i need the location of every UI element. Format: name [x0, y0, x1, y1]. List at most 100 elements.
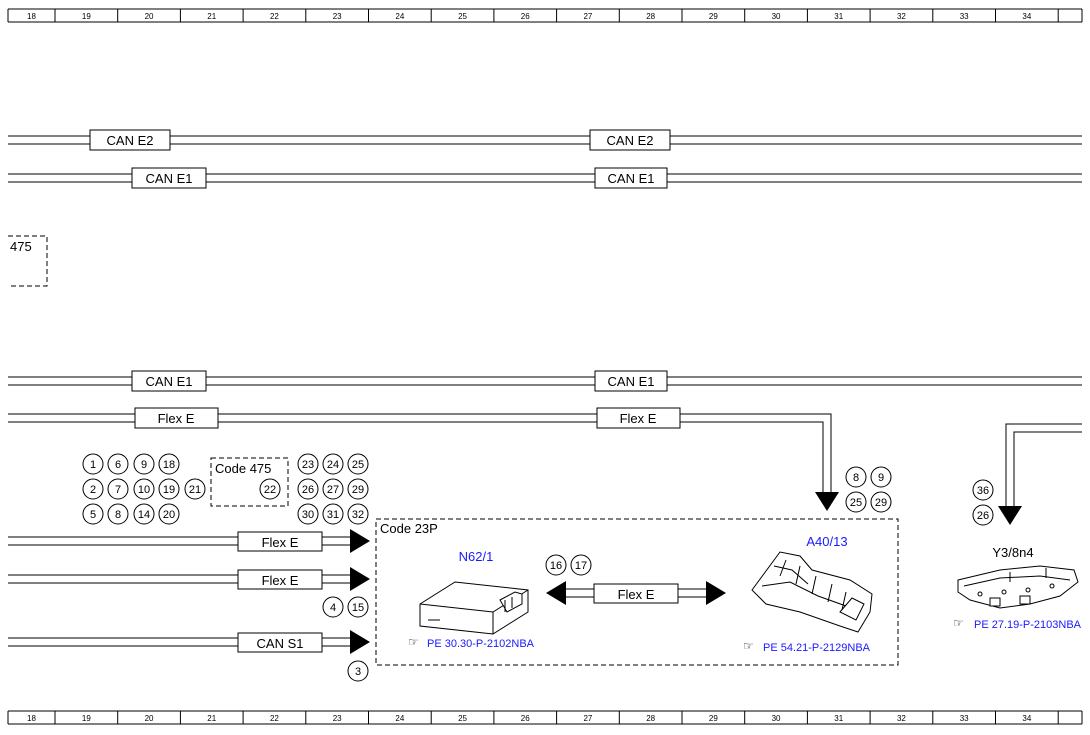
control-unit-icon [419, 581, 529, 635]
pin-circle: 27 [322, 478, 344, 500]
pin-circle: 22 [259, 478, 281, 500]
ruler-column-label: 21 [207, 12, 216, 21]
ruler-column-label: 32 [897, 12, 906, 21]
can-e1-label: CAN E1 [146, 374, 193, 389]
ruler-column-label: 24 [395, 714, 404, 723]
a40-name: A40/13 [806, 534, 847, 549]
pin-circle: 3 [347, 660, 369, 682]
ruler-column-label: 29 [709, 12, 718, 21]
pin-number: 14 [138, 509, 150, 521]
pin-number: 8 [115, 509, 121, 521]
can-e2-label: CAN E2 [107, 133, 154, 148]
ruler-column-label: 22 [270, 714, 279, 723]
ruler-column-label: 25 [458, 714, 467, 723]
ruler-column-label: 18 [27, 714, 36, 723]
pin-circle: 21 [184, 478, 206, 500]
n62-component[interactable]: N62/1 ☞ PE 30.30-P-2102NBA [408, 549, 535, 650]
pin-number: 30 [302, 509, 314, 521]
ruler-column-label: 28 [646, 12, 655, 21]
reference-hand-icon: ☞ [408, 635, 419, 649]
ruler-column-label: 24 [395, 12, 404, 21]
pin-circle: 18 [158, 453, 180, 475]
ruler-column-label: 34 [1022, 714, 1031, 723]
pin-number: 1 [90, 459, 96, 471]
pin-number: 32 [352, 509, 364, 521]
can-e2-label: CAN E2 [607, 133, 654, 148]
y3-ref-link[interactable]: PE 27.19-P-2103NBA [974, 619, 1082, 631]
pin-number: 18 [163, 459, 175, 471]
flex-e-label: Flex E [262, 535, 299, 550]
pin-circle: 10 [133, 478, 155, 500]
flex-e-label: Flex E [618, 587, 655, 602]
flex-e-label: Flex E [158, 411, 195, 426]
module-icon [751, 551, 873, 633]
y3-name: Y3/8n4 [992, 545, 1033, 560]
ruler-column-label: 19 [82, 12, 91, 21]
pin-number: 3 [355, 666, 361, 678]
pin-number: 36 [977, 485, 989, 497]
pin-circle: 23 [297, 453, 319, 475]
pin-number: 8 [853, 472, 859, 484]
can-e1-label: CAN E1 [146, 171, 193, 186]
ruler-column-label: 33 [960, 12, 969, 21]
pin-number: 26 [977, 510, 989, 522]
ruler-column-label: 26 [521, 12, 530, 21]
pin-number: 17 [575, 560, 587, 572]
code-23p-box: Code 23P [375, 518, 899, 666]
pin-circle: 19 [158, 478, 180, 500]
ruler-column-label: 27 [583, 714, 592, 723]
n62-name: N62/1 [459, 549, 494, 564]
y3-component[interactable]: Y3/8n4 ☞ PE 27.19-P-2103NBA [953, 545, 1082, 631]
pin-number: 25 [352, 459, 364, 471]
pin-circle: 1 [82, 453, 104, 475]
a40-ref-link[interactable]: PE 54.21-P-2129NBA [763, 642, 871, 654]
pin-number: 2 [90, 484, 96, 496]
can-e1-label: CAN E1 [608, 374, 655, 389]
pin-circle: 8 [845, 466, 867, 488]
ruler-column-label: 20 [145, 714, 154, 723]
pin-circle: 15 [347, 596, 369, 618]
pin-number: 9 [878, 472, 884, 484]
flex-e-input-2: Flex E [8, 567, 370, 591]
ruler-column-label: 19 [82, 714, 91, 723]
partial-code-box: 475 [8, 235, 48, 287]
can-e1-label: CAN E1 [608, 171, 655, 186]
flex-e-input-1: Flex E [8, 529, 370, 553]
pin-circle: 32 [347, 503, 369, 525]
pin-circle: 36 [972, 479, 994, 501]
ruler-column-label: 21 [207, 714, 216, 723]
pin-circle: 31 [322, 503, 344, 525]
pin-circle: 30 [297, 503, 319, 525]
pin-circle: 26 [972, 504, 994, 526]
pin-circle: 2 [82, 478, 104, 500]
pin-circle: 24 [322, 453, 344, 475]
pin-circle: 14 [133, 503, 155, 525]
pin-number: 31 [327, 509, 339, 521]
bus-y3 [998, 423, 1082, 525]
n62-ref-link[interactable]: PE 30.30-P-2102NBA [427, 638, 535, 650]
pin-number: 9 [141, 459, 147, 471]
pin-circle: 29 [870, 491, 892, 513]
pin-number: 5 [90, 509, 96, 521]
a40-component[interactable]: A40/13 ☞ PE 54.21-P-2129NBA [743, 534, 873, 654]
pin-circle: 8 [107, 503, 129, 525]
pin-circle: 16 [545, 554, 567, 576]
pin-circle: 25 [347, 453, 369, 475]
ruler-column-label: 31 [834, 12, 843, 21]
pin-number: 29 [875, 497, 887, 509]
pin-number: 21 [189, 484, 201, 496]
ruler-column-label: 31 [834, 714, 843, 723]
pin-number: 25 [850, 497, 862, 509]
reference-hand-icon: ☞ [743, 639, 754, 653]
ruler-column-label: 34 [1022, 12, 1031, 21]
pin-number: 7 [115, 484, 121, 496]
pin-circle: 20 [158, 503, 180, 525]
ruler-column-label: 23 [333, 12, 342, 21]
code-23p-label: Code 23P [380, 521, 438, 536]
can-e1-bus-upper: CAN E1 CAN E1 [8, 167, 1082, 189]
